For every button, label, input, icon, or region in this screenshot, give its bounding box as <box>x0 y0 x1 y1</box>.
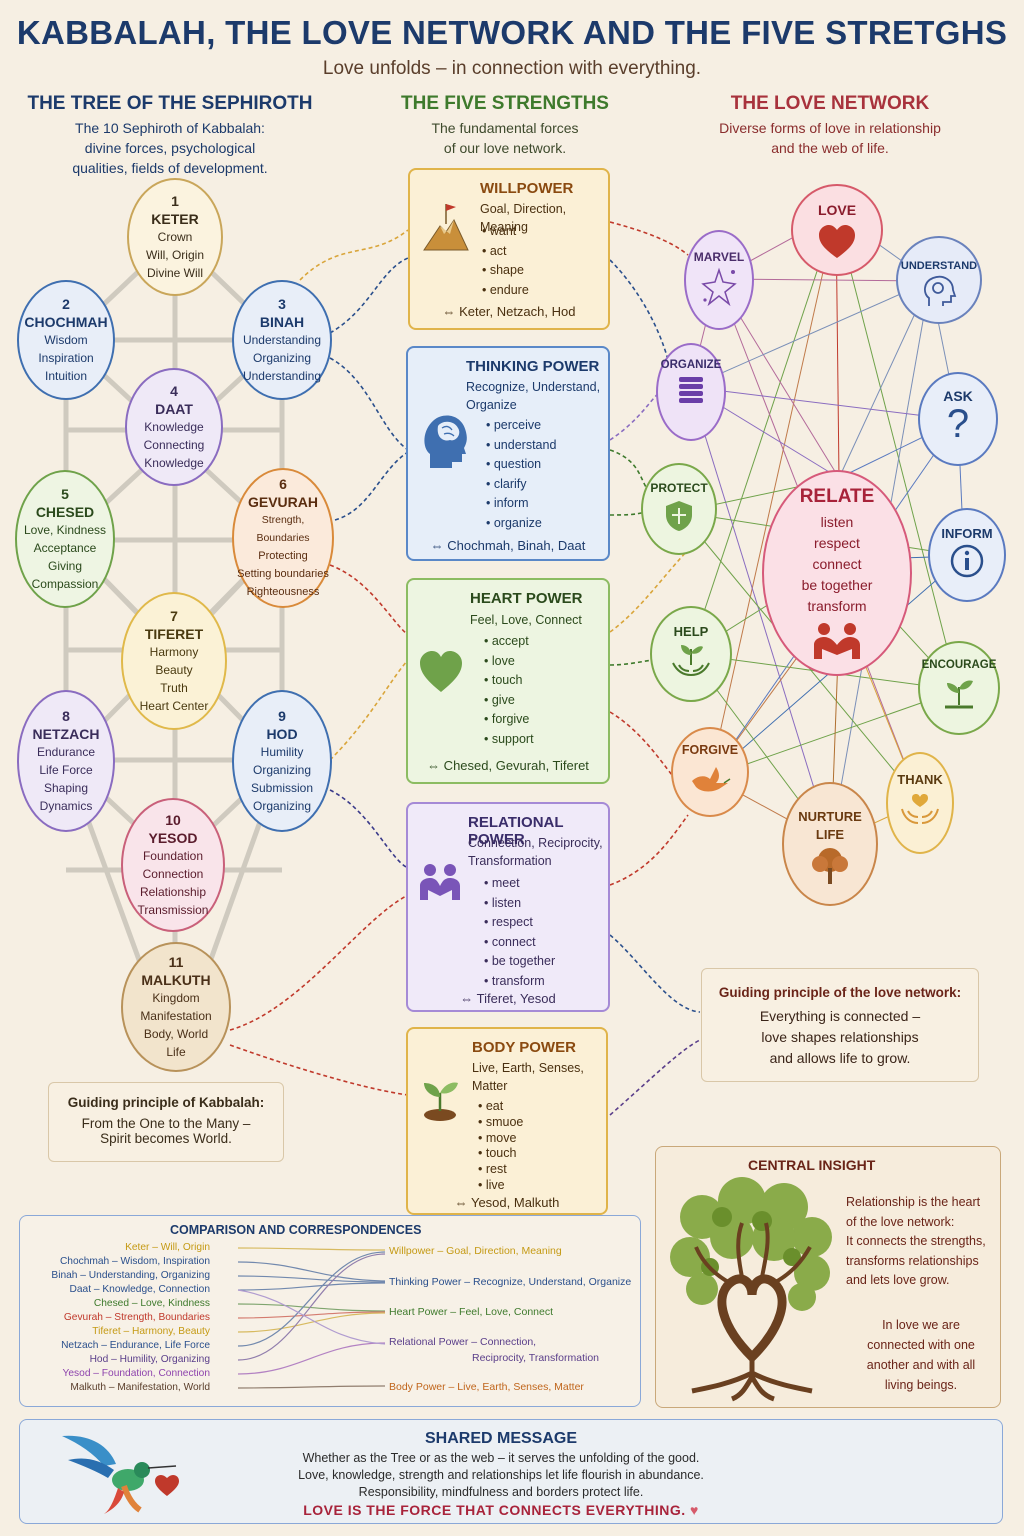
comparison-left-item: Binah – Understanding, Organizing <box>51 1270 210 1281</box>
shared-message-panel: SHARED MESSAGE Whether as the Tree or as… <box>19 1419 1003 1524</box>
comparison-left-item: Chochmah – Wisdom, Inspiration <box>59 1256 210 1267</box>
comparison-right-item: Heart Power – Feel, Love, Connect <box>389 1306 554 1318</box>
network-principle: Guiding principle of the love network: E… <box>701 968 979 1082</box>
network-node-marvel: MARVEL <box>684 230 754 330</box>
page-title: KABBALAH, THE LOVE NETWORK AND THE FIVE … <box>16 14 1008 51</box>
network-node-love: LOVE <box>791 184 883 276</box>
comparison-left-item: Yesod – Foundation, Connection <box>62 1368 210 1379</box>
network-node-understand: UNDERSTAND <box>896 236 982 324</box>
relational-subtitle: Connection, Reciprocity, Transformation <box>468 836 603 868</box>
strength-willpower: WILLPOWER Goal, Direction, Meaning wanta… <box>408 168 610 330</box>
strengths-heading: THE FIVE STRENGTHS <box>401 93 609 114</box>
tree-heading: THE TREE OF THE SEPHIROTH <box>27 93 313 114</box>
two-people-icon <box>420 864 460 900</box>
brain-head-icon <box>424 415 467 468</box>
heart-icon <box>420 651 462 692</box>
comparison-right-item: Thinking Power – Recognize, Understand, … <box>389 1276 632 1288</box>
comparison-left-item: Tiferet – Harmony, Beauty <box>92 1326 210 1337</box>
strength-to-network-links <box>609 221 701 1116</box>
willpower-list: wantactshapeendure <box>482 222 529 300</box>
network-node-organize: ORGANIZE <box>656 343 726 441</box>
network-node-help: HELP <box>650 606 732 702</box>
network-node-encourage: ENCOURAGE <box>918 641 1000 735</box>
comparison-panel: COMPARISON AND CORRESPONDENCES <box>19 1215 641 1407</box>
network-node-forgive: FORGIVE <box>671 727 749 817</box>
heart-icon <box>155 1475 179 1496</box>
comparison-left-item: Daat – Knowledge, Connection <box>69 1284 210 1295</box>
comparison-left-item: Keter – Will, Origin <box>125 1242 210 1253</box>
small-heart-icon: ♥ <box>690 1502 699 1518</box>
tree-to-strength-links <box>229 229 409 1096</box>
kabbalah-principle: Guiding principle of Kabbalah: From the … <box>48 1082 284 1162</box>
network-node-ask: ASK ? <box>918 372 998 466</box>
relational-list: meetlistenrespectconnectbe togethertrans… <box>484 874 555 991</box>
central-insight-panel: CENTRAL INSIGHT Relationship is the hear… <box>655 1146 1001 1408</box>
comparison-right-item: Body Power – Live, Earth, Senses, Matter <box>389 1381 584 1393</box>
comparison-right-item: Relational Power – Connection,Reciprocit… <box>389 1336 600 1364</box>
heart-tree-icon <box>670 1177 832 1402</box>
comparison-left-item: Chesed – Love, Kindness <box>93 1298 210 1309</box>
stack-icon <box>679 377 703 403</box>
network-node-thank: THANK <box>886 752 954 854</box>
dove-icon <box>692 767 731 792</box>
mountain-flag-icon <box>423 204 469 251</box>
network-node-protect: PROTECT <box>641 463 717 555</box>
insight-title: CENTRAL INSIGHT <box>748 1157 876 1173</box>
comparison-left-item: Gevurah – Strength, Boundaries <box>63 1312 210 1323</box>
stars-icon <box>701 267 737 307</box>
strength-heart: HEART POWER Feel, Love, Connect acceptlo… <box>406 578 610 784</box>
head-gear-icon <box>924 275 957 306</box>
tree-icon <box>812 848 848 884</box>
tree-subheading: The 10 Sephiroth of Kabbalah:divine forc… <box>72 120 268 176</box>
hands-heart-icon <box>901 794 939 824</box>
strength-thinking: THINKING POWER Recognize, Understand, Or… <box>406 346 610 561</box>
thinking-list: perceiveunderstandquestionclarifyinformo… <box>486 416 557 533</box>
comparison-lines <box>237 1247 386 1389</box>
comparison-right-item: Willpower – Goal, Direction, Meaning <box>389 1245 562 1257</box>
heart-icon <box>819 225 855 258</box>
seedling-icon <box>945 680 973 709</box>
question-icon: ? <box>946 402 970 446</box>
hands-plant-icon <box>672 645 710 677</box>
hummingbird-icon <box>62 1435 177 1514</box>
comparison-left-item: Hod – Humility, Organizing <box>89 1354 210 1365</box>
info-icon <box>950 544 984 578</box>
shield-icon <box>666 501 692 531</box>
comparison-title: COMPARISON AND CORRESPONDENCES <box>170 1223 422 1237</box>
page-subtitle: Love unfolds – in connection with everyt… <box>322 58 702 79</box>
strength-relational: RELATIONAL POWER Connection, Reciprocity… <box>406 802 610 1012</box>
comparison-left-item: Netzach – Endurance, Life Force <box>61 1340 210 1351</box>
message-tagline: LOVE IS THE FORCE THAT CONNECTS EVERYTHI… <box>303 1502 699 1518</box>
sprout-icon <box>424 1082 458 1121</box>
message-text: Whether as the Tree or as the web – it s… <box>298 1451 704 1499</box>
two-people-icon <box>814 623 860 659</box>
heart-list: acceptlovetouchgiveforgivesupport <box>484 632 534 749</box>
strength-body: BODY POWER Live, Earth, Senses, Matter e… <box>406 1027 608 1215</box>
comparison-left-item: Malkuth – Manifestation, World <box>70 1382 210 1393</box>
network-heading: THE LOVE NETWORK <box>730 93 930 114</box>
body-list: eatsmuoemovetouchrestlive <box>478 1099 524 1194</box>
network-node-inform: INFORM <box>928 508 1006 602</box>
message-title: SHARED MESSAGE <box>424 1430 578 1447</box>
